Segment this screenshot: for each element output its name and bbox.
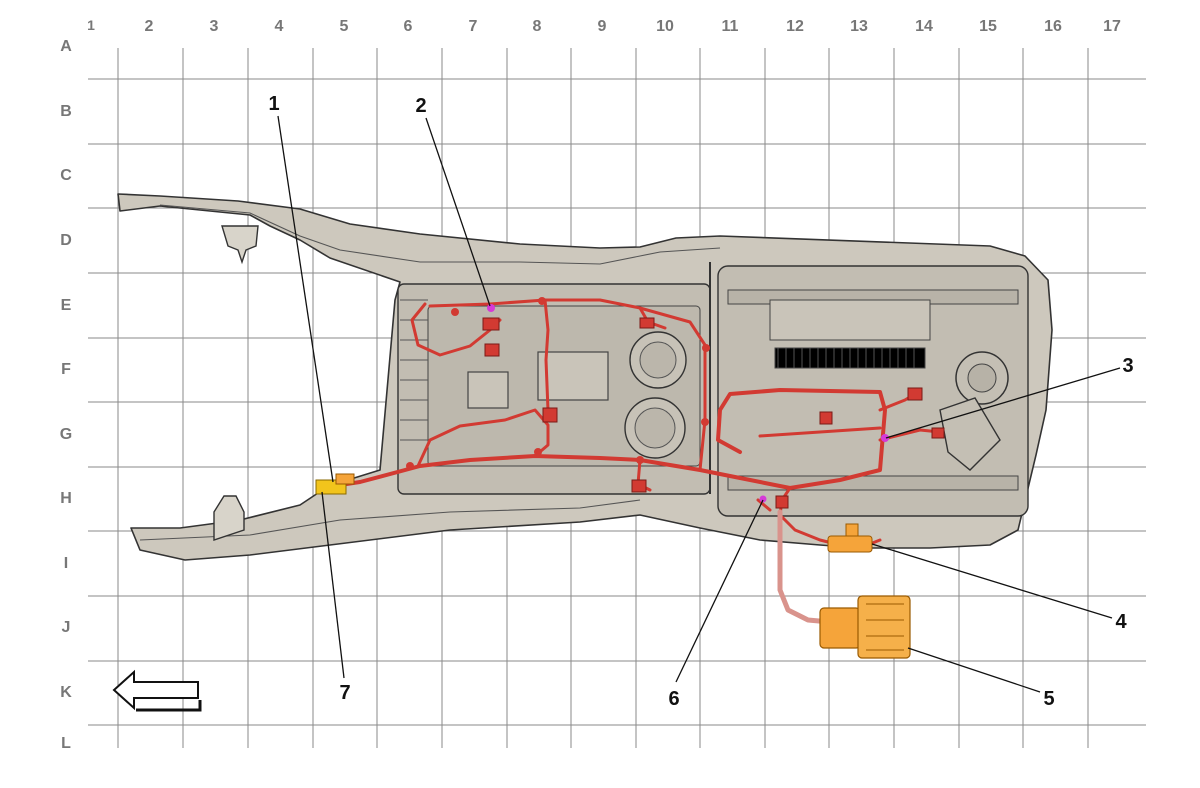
mounting-tab — [221, 225, 259, 265]
connector — [484, 343, 500, 357]
row-label: G — [60, 426, 72, 443]
armrest-motor — [939, 351, 1009, 471]
callout-label-6: 6 — [668, 688, 679, 710]
connector — [931, 427, 945, 439]
harness-clip — [701, 418, 709, 426]
harness-clip — [406, 462, 414, 470]
row-label: H — [60, 490, 72, 507]
harness-branch — [543, 298, 550, 412]
leader-line-1 — [277, 115, 334, 483]
leader-line-7 — [321, 491, 345, 679]
column-label: 14 — [915, 18, 933, 35]
bin-rib — [400, 299, 428, 441]
trim-rib-line — [159, 204, 721, 265]
row-label: E — [61, 297, 72, 314]
column-label: 3 — [210, 18, 219, 35]
connector-4-latch — [845, 523, 859, 537]
column-label: 4 — [275, 18, 284, 35]
column-label: 7 — [469, 18, 478, 35]
harness-branch — [756, 498, 772, 512]
splice-point-3 — [881, 434, 889, 442]
connector — [482, 317, 500, 331]
callout-label-2: 2 — [415, 95, 426, 117]
harness-branch — [758, 426, 882, 438]
callout-label-5: 5 — [1043, 688, 1054, 710]
connector-1-orange — [335, 473, 355, 485]
column-label: 8 — [533, 18, 542, 35]
harness-clip — [636, 456, 644, 464]
mounting-tab — [213, 495, 245, 541]
column-label: 15 — [979, 18, 997, 35]
slide-plate — [769, 299, 931, 341]
leader-line-5 — [907, 647, 1041, 693]
connector-5-orange — [819, 595, 911, 659]
callout-label-7: 7 — [339, 682, 350, 704]
trim-rib-line — [139, 499, 641, 541]
row-label: F — [61, 361, 71, 378]
leader-lines — [277, 115, 1121, 693]
column-label: 2 — [145, 18, 154, 35]
column-label: 16 — [1044, 18, 1062, 35]
cup-holder-inner — [634, 407, 676, 449]
connector — [907, 387, 923, 401]
column-label: 13 — [850, 18, 868, 35]
callout-label-3: 3 — [1122, 355, 1133, 377]
row-label: A — [60, 38, 72, 55]
leader-line-6 — [675, 499, 764, 683]
connector — [775, 495, 789, 509]
row-label: D — [60, 232, 72, 249]
cup-holder-inner — [639, 341, 677, 379]
column-label: 1 — [87, 17, 95, 33]
row-label: J — [62, 619, 71, 636]
callout-label-1: 1 — [268, 93, 279, 115]
row-label: L — [61, 735, 71, 752]
connector-4-orange — [827, 535, 873, 553]
highlighted-connectors — [315, 473, 911, 659]
column-label: 12 — [786, 18, 804, 35]
center-console — [117, 193, 1053, 561]
harness-branch — [428, 298, 707, 472]
splice-point-2 — [487, 304, 495, 312]
splice-point-6 — [759, 495, 767, 503]
leader-line-2 — [425, 117, 491, 307]
column-label: 17 — [1103, 18, 1121, 35]
harness-clip — [451, 308, 459, 316]
column-label: 11 — [722, 18, 739, 35]
harness-clip — [538, 297, 546, 305]
bin-bracket — [537, 351, 609, 401]
red-connectors — [482, 317, 945, 509]
column-label: 9 — [598, 18, 607, 35]
gear-rack-teeth — [777, 348, 915, 368]
row-label: B — [60, 103, 72, 120]
left-arrow-icon — [112, 669, 202, 712]
column-label: 10 — [656, 18, 674, 35]
row-label: C — [60, 167, 72, 184]
harness-clip — [534, 448, 542, 456]
callout-label-4: 4 — [1115, 611, 1127, 633]
harness-pigtail — [777, 509, 833, 625]
row-label: K — [60, 684, 72, 701]
leader-line-4 — [871, 543, 1113, 619]
column-label: 6 — [404, 18, 413, 35]
callout-labels: 1 2 3 4 5 6 7 — [268, 93, 1133, 710]
harness-clip — [702, 344, 710, 352]
column-labels: 1 2 3 4 5 6 7 8 9 10 11 12 13 14 15 16 1… — [87, 17, 1121, 35]
connector — [631, 479, 647, 493]
row-label: I — [64, 555, 68, 572]
connector — [639, 317, 655, 329]
connector — [819, 411, 833, 425]
connector — [542, 407, 558, 423]
column-label: 5 — [340, 18, 349, 35]
row-labels: A B C D E F G H I J K L — [60, 38, 72, 752]
leader-line-3 — [885, 367, 1121, 439]
harness-branch — [416, 408, 550, 468]
bin-bracket — [467, 371, 509, 409]
